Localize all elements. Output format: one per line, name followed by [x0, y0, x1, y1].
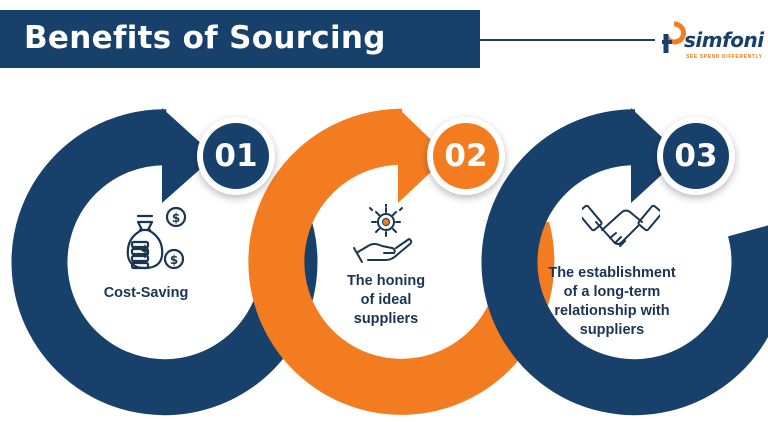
number-disc-2	[427, 117, 505, 195]
svg-text:$: $	[140, 242, 150, 260]
step-label-2: The honing of ideal suppliers	[346, 273, 426, 327]
handshake-icon	[582, 204, 660, 247]
title-banner: Benefits of Sourcing	[0, 10, 480, 68]
ring-step-3	[481, 108, 768, 416]
step-label-1: Cost-Saving	[103, 285, 189, 301]
svg-text:$: $	[170, 253, 178, 267]
step-number-3: 03	[674, 138, 718, 174]
logo-tagline: SEE SPEND DIFFERENTLY	[686, 54, 763, 60]
simfoni-logo: simfoni SEE SPEND DIFFERENTLY	[660, 18, 764, 66]
simfoni-logo-mark-icon	[662, 21, 686, 53]
hand-gear-idea-icon	[353, 204, 413, 263]
number-disc-1	[197, 117, 275, 195]
step-number-2: 02	[444, 138, 488, 174]
title-divider-line	[480, 39, 655, 41]
svg-text:$: $	[172, 211, 180, 225]
logo-wordmark: simfoni	[684, 28, 764, 52]
step-label-3: The establishment of a long-term relatio…	[548, 265, 676, 338]
page-title: Benefits of Sourcing	[24, 20, 386, 56]
money-bag-coins-icon: $ $ $	[126, 206, 187, 270]
number-disc-3	[657, 117, 735, 195]
step-number-1: 01	[214, 138, 258, 174]
